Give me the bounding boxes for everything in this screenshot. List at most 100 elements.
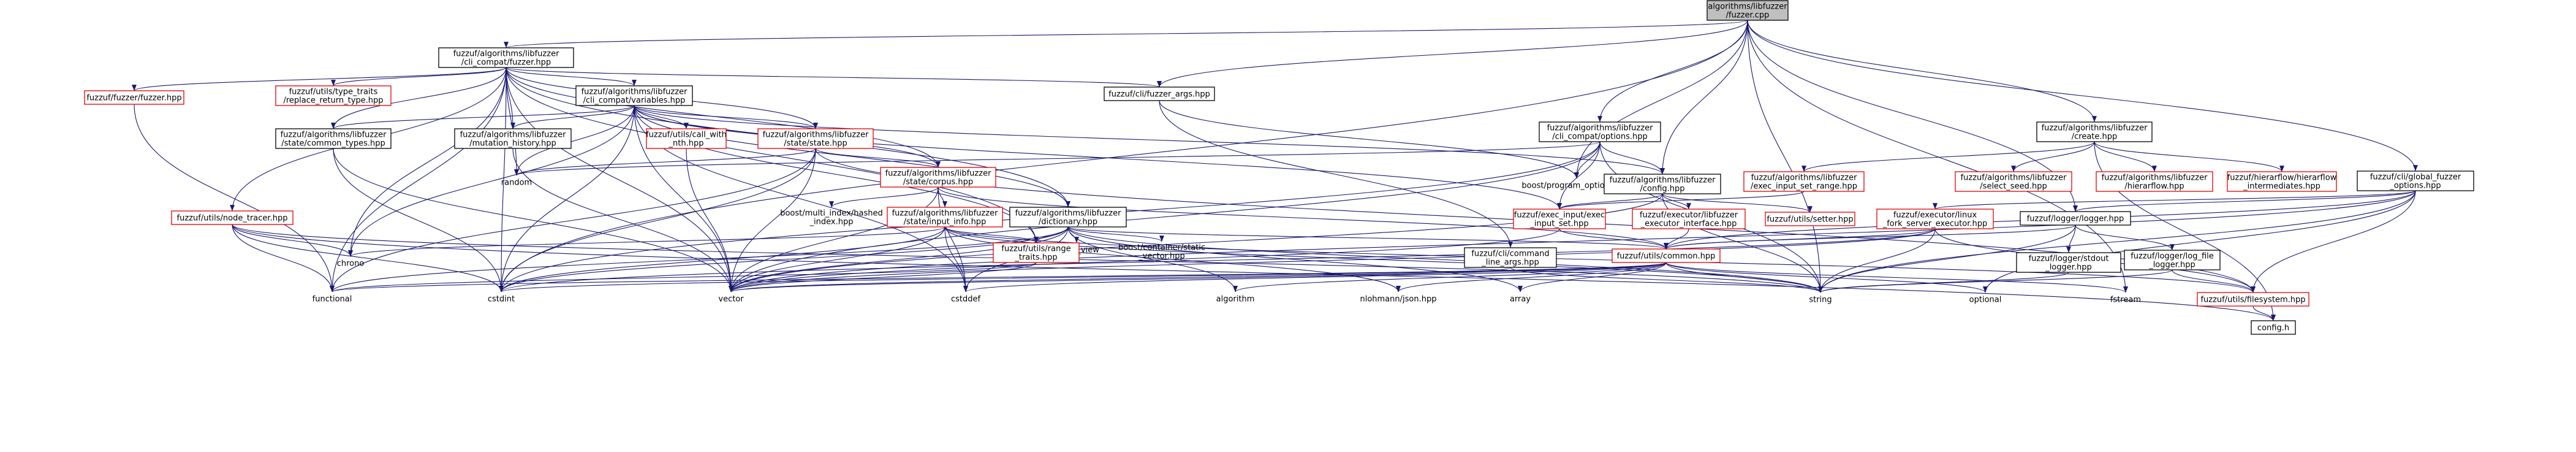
edge-corpus-to-multi_index (829, 186, 939, 208)
node-box (1876, 209, 1994, 229)
node-box (2016, 252, 2121, 273)
node-box (575, 85, 693, 106)
node-stdout_logger[interactable]: fuzzuf/logger/stdout_logger.hpp (2016, 252, 2121, 273)
node-filesystem[interactable]: fuzzuf/utils/filesystem.hpp (2197, 292, 2309, 307)
node-mutation_hist[interactable]: fuzzuf/algorithms/libfuzzer/mutation_his… (454, 128, 572, 149)
node-label: fuzzuf/utils/common.hpp (1617, 252, 1716, 261)
edge-fuzzer_args-to-cmd_line (1159, 100, 1513, 248)
edge-global_opts-to-optional (1983, 190, 2416, 293)
node-label: functional (313, 295, 352, 304)
node-exec_input_set[interactable]: fuzzuf/exec_input/exec_input_set.hpp (1513, 209, 1606, 229)
edge-global_opts-to-fork_server (1933, 190, 2416, 210)
edge-cli_options-to-vector (729, 141, 1601, 293)
edge-layer (132, 20, 2418, 321)
node-hierarflow[interactable]: fuzzuf/algorithms/libfuzzer/hierarflow.h… (2096, 171, 2213, 192)
node-label: fuzzuf/algorithms/libfuzzer (460, 131, 566, 140)
edge-cli_options-to-exec_input_set (1557, 141, 1601, 210)
node-algorithm: algorithm (1216, 295, 1255, 304)
node-box (2357, 170, 2474, 191)
edge-file_logger-to-string (1818, 269, 2173, 293)
node-file_logger[interactable]: fuzzuf/logger/log_file_logger.hpp (2124, 250, 2221, 270)
node-box (2096, 171, 2213, 192)
edge-create-to-hierarflow (2094, 141, 2157, 172)
node-exec_iface[interactable]: fuzzuf/executor/libfuzzer_executor_inter… (1632, 209, 1746, 229)
edge-cli_fuzzer-to-fuzzer_hpp (132, 67, 507, 91)
edge-cli_fuzzer-to-chrono (348, 67, 507, 257)
node-global_opts[interactable]: fuzzuf/cli/global_fuzzer_options.hpp (2357, 170, 2474, 191)
node-fuzzer_hpp[interactable]: fuzzuf/fuzzer/fuzzer.hpp (84, 90, 184, 105)
node-label: fuzzuf/fuzzer/fuzzer.hpp (86, 94, 181, 103)
edge-dictionary-to-common_hpp (1067, 226, 1669, 250)
node-exec_range[interactable]: fuzzuf/algorithms/libfuzzer/exec_input_s… (1743, 171, 1865, 192)
edge-input_info-to-filesystem (944, 226, 2256, 293)
node-label: fuzzuf/cli/fuzzer_args.hpp (1108, 90, 1210, 99)
node-config_lf[interactable]: fuzzuf/algorithms/libfuzzer/config.hpp (1604, 174, 1721, 194)
node-label: fuzzuf/algorithms/libfuzzer (2042, 124, 2148, 133)
node-hf_inter[interactable]: fuzzuf/hierarflow/hierarflow_intermediat… (2227, 171, 2337, 192)
node-common_types[interactable]: fuzzuf/algorithms/libfuzzer/state/common… (275, 128, 392, 149)
node-input_info[interactable]: fuzzuf/algorithms/libfuzzer/state/input_… (887, 207, 1003, 228)
node-cmd_line[interactable]: fuzzuf/cli/command_line_args.hpp (1464, 247, 1557, 268)
edge-corpus-to-cstddef (938, 186, 968, 293)
edge-cli_fuzzer-to-random (506, 67, 519, 176)
node-label: fuzzuf/algorithms/libfuzzer (1547, 124, 1653, 133)
node-state_hpp[interactable]: fuzzuf/algorithms/libfuzzer/state/state.… (757, 128, 874, 149)
node-label: /dictionary.hpp (1039, 218, 1097, 227)
node-random: random (501, 178, 532, 188)
edge-logger-to-string (1818, 224, 2076, 293)
node-variables[interactable]: fuzzuf/algorithms/libfuzzer/cli_compat/v… (575, 85, 693, 106)
node-fuzzer_args[interactable]: fuzzuf/cli/fuzzer_args.hpp (1104, 86, 1215, 101)
node-label: _executor_interface.hpp (1640, 220, 1737, 229)
node-label: array (1510, 295, 1531, 304)
edge-variables-to-dictionary (634, 105, 1070, 208)
edge-variables-to-common_types (331, 105, 635, 129)
edge-common_hpp-to-array (1518, 262, 1667, 293)
node-label: fuzzuf/logger/stdout (2029, 255, 2109, 264)
node-fork_server[interactable]: fuzzuf/executor/linux_fork_server_execut… (1876, 209, 1994, 229)
node-label: /state/input_info.hpp (904, 218, 987, 227)
node-dictionary[interactable]: fuzzuf/algorithms/libfuzzer/dictionary.h… (1009, 207, 1127, 228)
node-cli_options[interactable]: fuzzuf/algorithms/libfuzzer/cli_compat/o… (1539, 121, 1661, 142)
node-box (84, 90, 184, 105)
node-node_tracer[interactable]: fuzzuf/utils/node_tracer.hpp (171, 210, 294, 225)
node-label: /create.hpp (2072, 132, 2118, 142)
edge-cli_options-to-config_lf (1599, 141, 1665, 175)
node-cstdint: cstdint (488, 295, 515, 304)
node-logger[interactable]: fuzzuf/logger/logger.hpp (2020, 211, 2131, 226)
edge-file_logger-to-filesystem (2172, 269, 2256, 293)
node-static_vector: boost/container/static_vector.hpp (1118, 243, 1205, 261)
edge-variables-to-chrono (348, 105, 635, 257)
edge-cli_fuzzer-to-cstdint (499, 67, 507, 293)
node-common_hpp[interactable]: fuzzuf/utils/common.hpp (1612, 248, 1721, 263)
node-range_traits[interactable]: fuzzuf/utils/range_traits.hpp (993, 242, 1080, 263)
edge-common_types-to-vector (333, 148, 733, 293)
edge-dictionary-to-functional (330, 226, 1069, 293)
node-label: /cli_compat/fuzzer.hpp (461, 58, 551, 67)
node-label: fuzzuf/logger/log_file (2131, 252, 2214, 261)
edge-common_hpp-to-algorithm (1233, 262, 1667, 293)
node-label: cstddef (951, 295, 981, 304)
node-label: algorithms/libfuzzer (1708, 2, 1787, 12)
node-root[interactable]: algorithms/libfuzzer/fuzzer.cpp (1707, 0, 1789, 21)
node-setter[interactable]: fuzzuf/utils/setter.hpp (1765, 212, 1855, 226)
node-label: _logger.hpp (2148, 261, 2195, 270)
edge-logger-to-stdout_logger (2066, 224, 2076, 253)
node-config_h[interactable]: config.h (2251, 320, 2296, 335)
node-box (757, 128, 874, 149)
node-corpus[interactable]: fuzzuf/algorithms/libfuzzer/state/corpus… (880, 167, 996, 188)
node-call_with_nth[interactable]: fuzzuf/utils/call_with_nth.hpp (646, 128, 727, 149)
node-select_seed[interactable]: fuzzuf/algorithms/libfuzzer/select_seed.… (1955, 171, 2072, 192)
node-label: _logger.hpp (2045, 263, 2092, 272)
edge-common_hpp-to-string (1665, 262, 1823, 293)
node-label: _line_args.hpp (1481, 258, 1539, 267)
node-label: fuzzuf/algorithms/libfuzzer (1751, 174, 1857, 183)
node-box (880, 167, 996, 188)
node-cli_fuzzer[interactable]: fuzzuf/algorithms/libfuzzer/cli_compat/f… (438, 47, 574, 68)
edge-common_hpp-to-fstream (1665, 262, 2128, 293)
edge-filesystem-to-config_h (2252, 305, 2276, 321)
edge-config_lf-to-setter (1662, 193, 1813, 213)
edge-create-to-exec_range (1801, 141, 2095, 172)
node-create[interactable]: fuzzuf/algorithms/libfuzzer/create.hpp (2036, 121, 2153, 142)
node-type_traits[interactable]: fuzzuf/utils/type_traits/replace_return_… (275, 85, 392, 106)
